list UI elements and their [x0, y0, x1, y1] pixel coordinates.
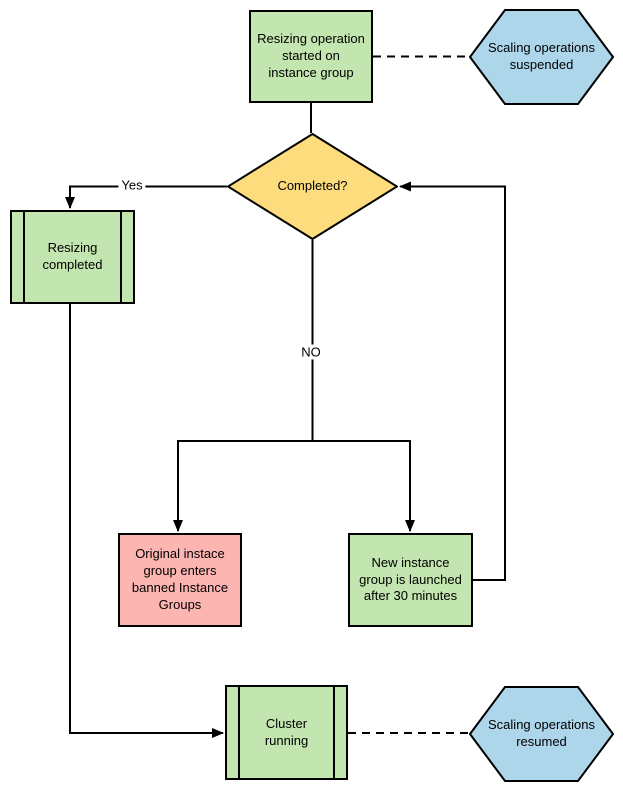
node-completed-decision: Completed? — [227, 133, 398, 240]
node-resize-start-label: Resizing operation started on instance g… — [257, 31, 365, 80]
node-resizing-completed-label: Resizing completed — [42, 240, 103, 272]
edge-yes — [65, 185, 227, 209]
node-scaling-suspended: Scaling operations suspended — [469, 9, 614, 105]
edge-loop-back — [399, 181, 506, 581]
edge-no-left-branch — [173, 440, 313, 532]
node-scaling-suspended-label: Scaling operations suspended — [488, 40, 595, 72]
node-resizing-completed: Resizing completed — [10, 210, 135, 304]
node-banned-groups-label: Original instace group enters banned Ins… — [131, 546, 229, 612]
node-scaling-resumed-label: Scaling operations resumed — [488, 717, 595, 749]
hexagon-shape — [469, 686, 614, 782]
diamond-shape — [227, 133, 398, 240]
node-new-group: New instance group is launched after 30 … — [348, 533, 473, 627]
edge-completed-to-cluster — [69, 304, 224, 738]
edge-label-yes: Yes — [118, 177, 146, 193]
node-cluster-running-label: Cluster running — [264, 715, 309, 748]
hexagon-shape — [469, 9, 614, 105]
node-scaling-resumed: Scaling operations resumed — [469, 686, 614, 782]
node-new-group-label: New instance group is launched after 30 … — [359, 554, 462, 604]
node-cluster-running: Cluster running — [225, 685, 348, 780]
node-banned-groups: Original instace group enters banned Ins… — [118, 533, 242, 627]
node-completed-label: Completed? — [277, 178, 348, 194]
node-resize-start: Resizing operation started on instance g… — [249, 10, 373, 103]
edge-label-no: NO — [298, 344, 324, 360]
edge-no-right-branch — [312, 440, 415, 532]
